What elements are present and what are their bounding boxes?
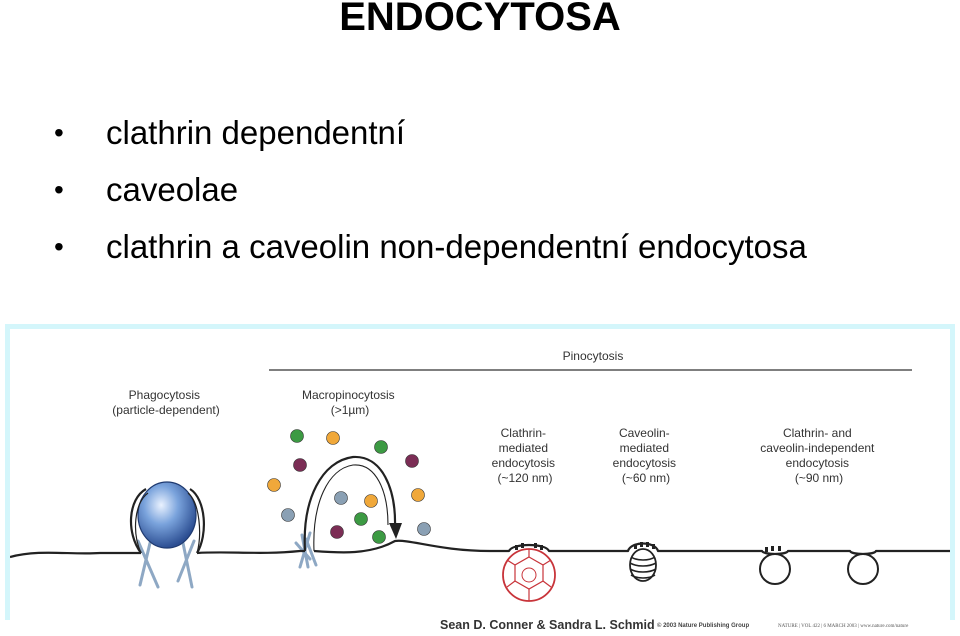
caveola <box>629 542 657 582</box>
bullet-dot-icon: • <box>54 231 64 262</box>
caveolin-label: Caveolin- mediated endocytosis (~60 nm) <box>613 426 680 485</box>
fluid-dots <box>267 429 431 544</box>
phagocytic-cup-inner-right <box>187 492 201 554</box>
independent-vesicles <box>759 546 879 585</box>
fluid-dot <box>372 530 386 544</box>
macropinocytosis-label: Macropinocytosis (>1µm) <box>302 388 398 417</box>
endocytosis-figure-frame: Pinocytosis Phagocytosis (particle-depen… <box>5 324 955 620</box>
bullet-item: • clathrin a caveolin non-dependentní en… <box>50 218 807 275</box>
fluid-dot <box>364 494 378 508</box>
fluid-dot <box>354 512 368 526</box>
bullet-text: clathrin dependentní <box>106 114 406 151</box>
phagocytic-cup-right-arm <box>189 488 205 554</box>
clathrin-label: Clathrin- mediated endocytosis (~120 nm) <box>492 426 559 485</box>
plasma-membrane <box>10 539 950 559</box>
bullet-text: clathrin a caveolin non-dependentní endo… <box>106 228 807 265</box>
fluid-dot <box>374 440 388 454</box>
fluid-dot <box>417 522 431 536</box>
independent-label: Clathrin- and caveolin-independent endoc… <box>760 426 877 485</box>
fluid-dot <box>281 508 295 522</box>
macropinocytosis-ruffle <box>303 455 397 552</box>
phagocytic-cup-left-arm <box>129 488 147 554</box>
fluid-dot <box>293 458 307 472</box>
fluid-dot <box>405 454 419 468</box>
clathrin-coated-vesicle <box>502 543 556 602</box>
phagocytosis-particle <box>137 481 197 549</box>
bullet-dot-icon: • <box>54 117 64 148</box>
fluid-dot <box>290 429 304 443</box>
figure-caption-journal: NATURE | VOL 422 | 6 MARCH 2003 | www.na… <box>778 624 909 629</box>
slide-title: ENDOCYTOSA <box>339 0 621 39</box>
fluid-dot <box>411 488 425 502</box>
bullet-list: • clathrin dependentní • caveolae • clat… <box>50 104 807 275</box>
macropinocytosis-arrowhead-icon <box>389 523 402 539</box>
fluid-dot <box>334 491 348 505</box>
phagocytosis-label: Phagocytosis (particle-dependent) <box>112 388 219 417</box>
pinocytosis-header: Pinocytosis <box>563 349 624 363</box>
endocytosis-diagram: Pinocytosis Phagocytosis (particle-depen… <box>10 349 950 602</box>
bullet-item: • clathrin dependentní <box>50 104 807 161</box>
fluid-dot <box>267 478 281 492</box>
bullet-text: caveolae <box>106 171 239 208</box>
bullet-dot-icon: • <box>54 174 64 205</box>
fluid-dot <box>326 431 340 445</box>
bullet-item: • caveolae <box>50 161 807 218</box>
phagocytic-cup-inner-left <box>135 492 149 554</box>
fluid-dot <box>330 525 344 539</box>
figure-caption-publisher: © 2003 Nature Publishing Group <box>657 623 750 629</box>
figure-caption-authors: Sean D. Conner & Sandra L. Schmid <box>440 618 655 632</box>
macropinocytosis-ruffle-inner <box>313 464 389 552</box>
